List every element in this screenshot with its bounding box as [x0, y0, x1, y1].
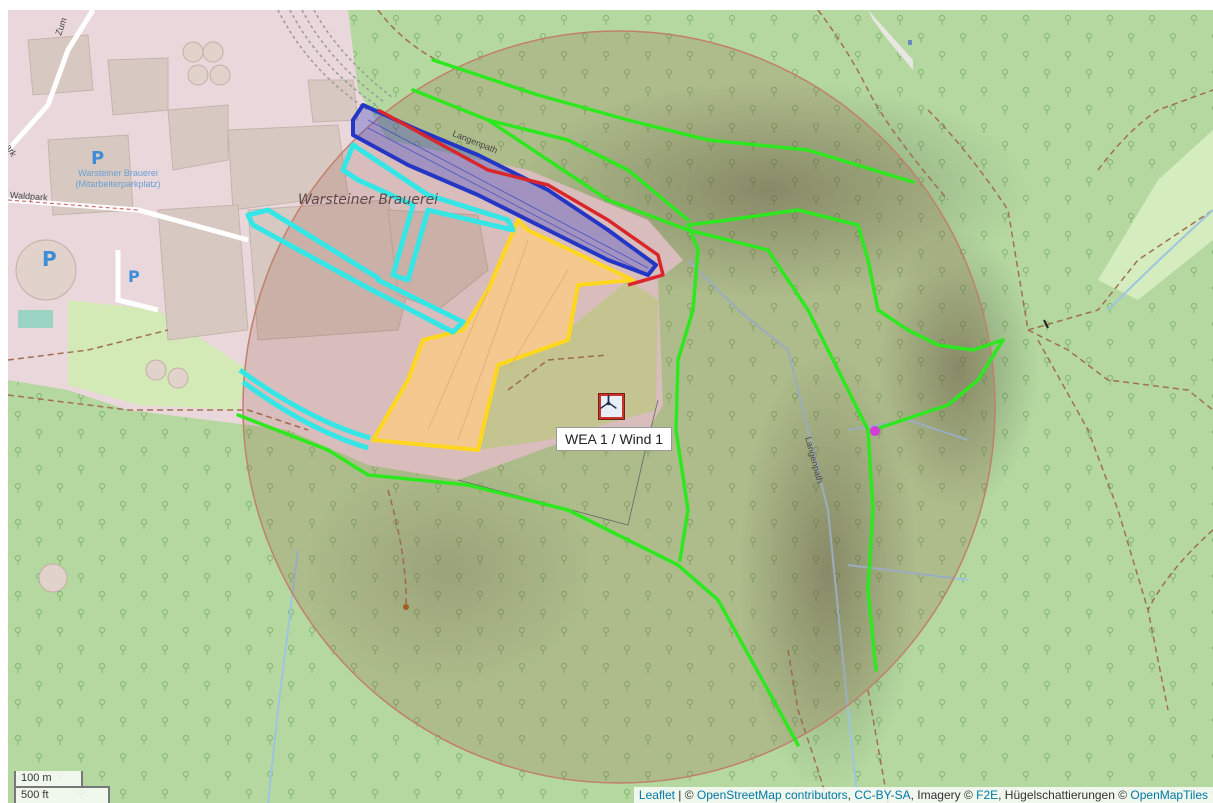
junction-marker — [870, 426, 880, 436]
attribution: Leaflet | © OpenStreetMap contributors , … — [633, 787, 1213, 803]
pool — [18, 310, 53, 328]
scale-imperial: 500 ft — [14, 786, 110, 803]
attribution-text: , — [847, 788, 855, 802]
hill-shade — [298, 450, 598, 690]
marker-tooltip: WEA 1 / Wind 1 — [556, 427, 673, 451]
place-label-brewery: Warsteiner Brauerei — [298, 192, 439, 208]
wind-turbine-icon — [600, 395, 622, 417]
path-marker — [1043, 319, 1049, 329]
meadow-area — [1098, 130, 1213, 300]
point-marker — [403, 604, 409, 610]
license-link[interactable]: CC-BY-SA — [854, 788, 911, 802]
attribution-text: , Hügelschattierungen © — [998, 788, 1131, 802]
f2e-link[interactable]: F2E — [976, 788, 999, 802]
tanks — [15, 41, 231, 593]
parking-icon: P — [42, 247, 57, 271]
small-marker — [908, 40, 912, 45]
parking-icon: P — [128, 267, 140, 286]
road-area — [868, 10, 913, 70]
osm-link[interactable]: OpenStreetMap contributors — [696, 788, 848, 802]
wind-turbine-marker[interactable] — [598, 393, 625, 420]
buildings — [27, 34, 489, 341]
attribution-text: | © — [674, 788, 697, 802]
hill-shade — [878, 230, 1038, 510]
leaflet-link[interactable]: Leaflet — [638, 788, 675, 802]
dashed-paths — [8, 199, 139, 211]
map-view[interactable]: Warsteiner Brauerei P Warsteiner Brauere… — [8, 10, 1213, 803]
railway — [277, 10, 394, 111]
grass-area — [68, 300, 248, 410]
attribution-text: , Imagery © — [910, 788, 977, 802]
construction-area — [371, 218, 635, 452]
parking-label: Warsteiner Brauerei (Mitarbeiterparkplat… — [75, 168, 161, 189]
boundary-red — [377, 108, 665, 287]
openmaptiles-link[interactable]: OpenMapTiles — [1130, 788, 1208, 802]
parking-icon: P — [91, 148, 105, 169]
access-roads — [238, 142, 516, 451]
hill-shade — [738, 350, 918, 790]
scale-bar: 100 m 500 ft — [14, 771, 110, 803]
green-trails — [236, 58, 1005, 747]
